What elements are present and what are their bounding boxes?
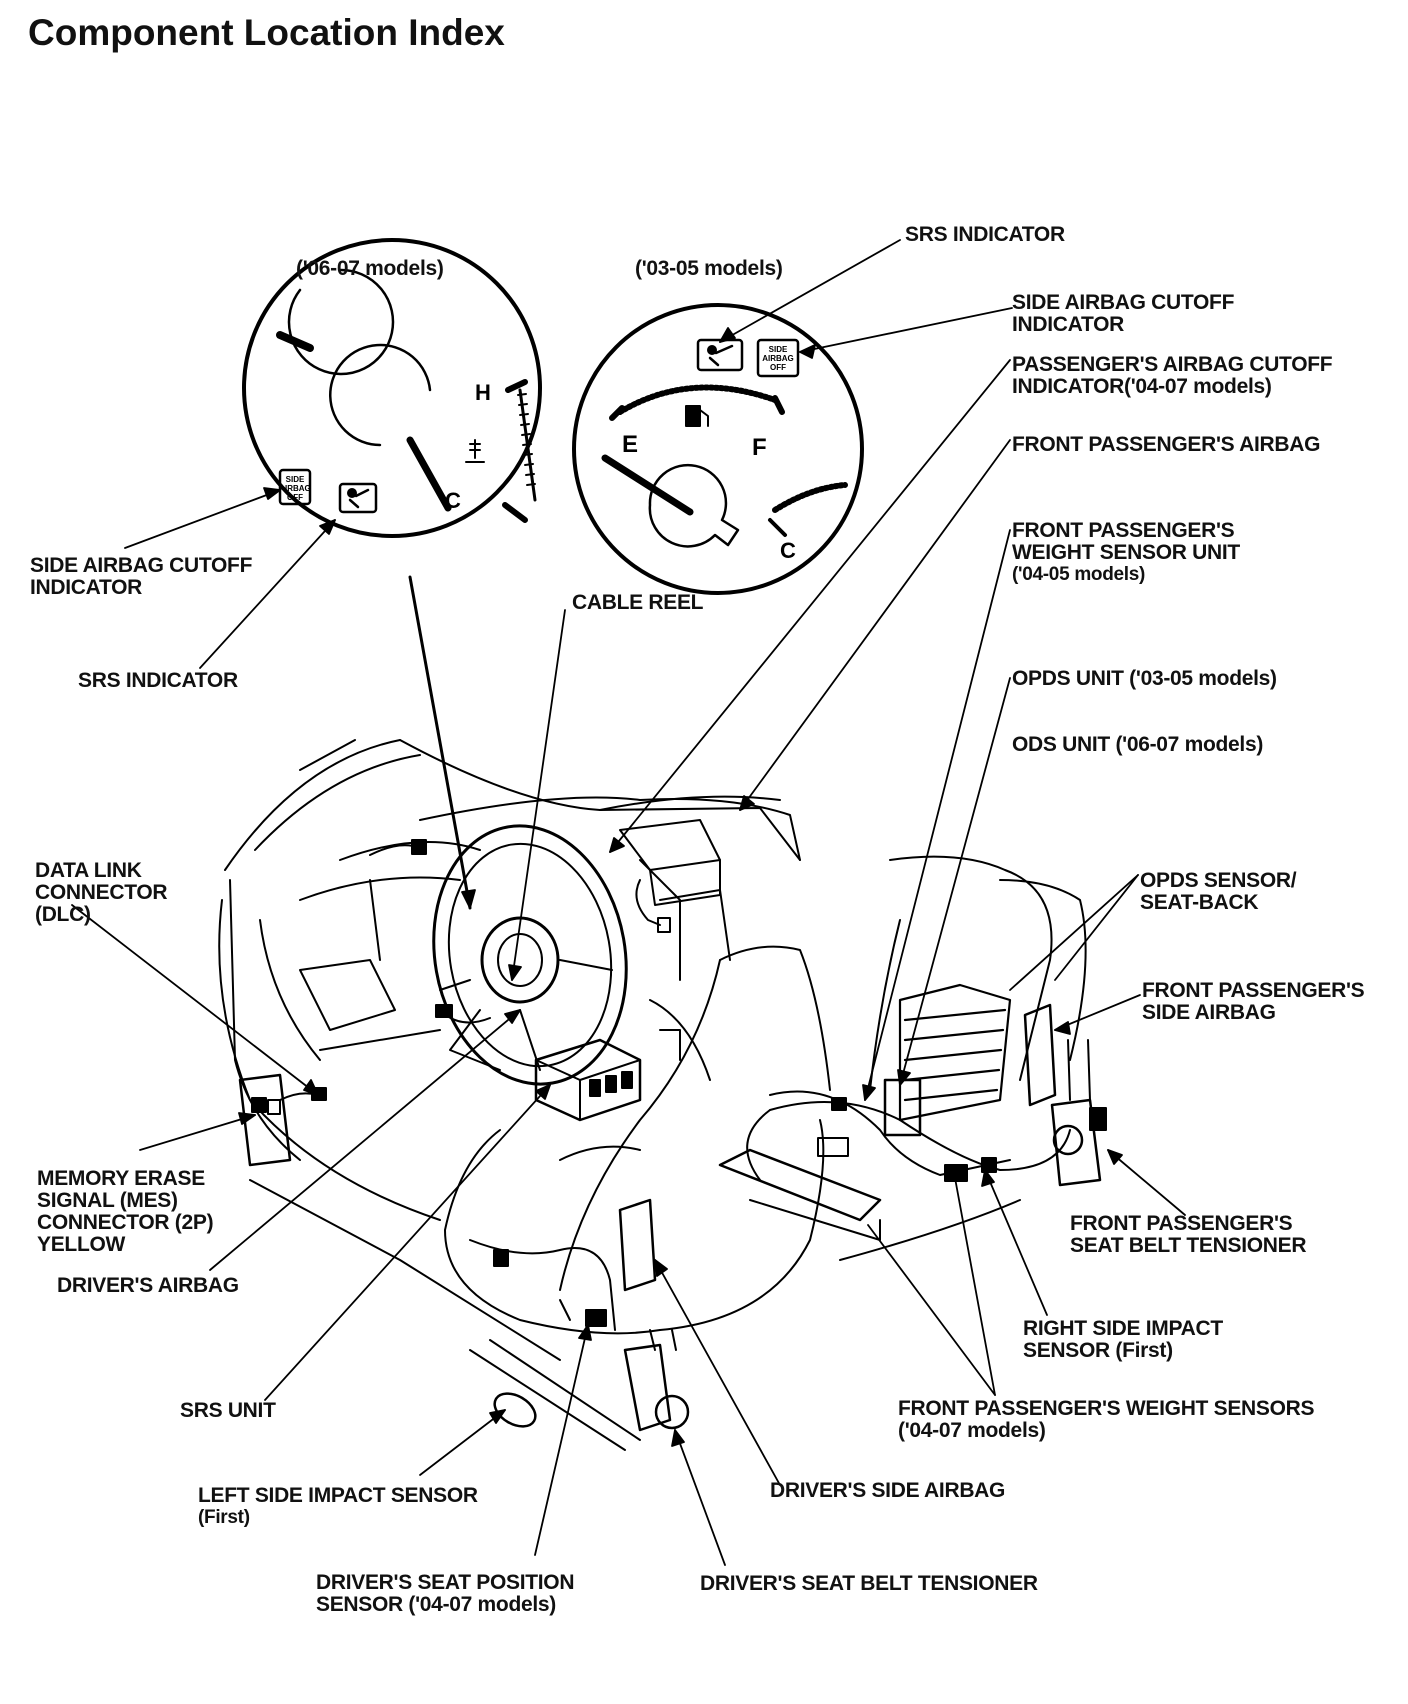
label-opds-unit: OPDS UNIT ('03-05 models) <box>1012 667 1277 690</box>
label-left-side-impact-sensor: LEFT SIDE IMPACT SENSOR (First) <box>198 1484 478 1529</box>
coolant-temp-icon <box>465 439 485 463</box>
label-side-airbag-cutoff-right: SIDE AIRBAG CUTOFF INDICATOR <box>1012 291 1235 336</box>
label-drivers-seat-belt-tensioner: DRIVER'S SEAT BELT TENSIONER <box>700 1572 1038 1595</box>
side-airbag-off-icon: SIDE AIRBAG OFF <box>278 468 312 506</box>
label-ods-unit: ODS UNIT ('06-07 models) <box>1012 733 1264 756</box>
caption-03-05: ('03-05 models) <box>635 257 783 280</box>
badge-line-1: SIDE <box>286 475 305 484</box>
label-memory-erase-signal: MEMORY ERASE SIGNAL (MES) CONNECTOR (2P)… <box>37 1167 214 1256</box>
badge2-line-2: AIRBAG <box>762 354 794 363</box>
gauge-06-07: H C SIDE AIRBAG OFF <box>242 238 542 538</box>
label-passenger-airbag-cutoff: PASSENGER'S AIRBAG CUTOFF INDICATOR('04-… <box>1012 353 1333 398</box>
label-weight-sensors: FRONT PASSENGER'S WEIGHT SENSORS ('04-07… <box>898 1397 1315 1442</box>
label-weight-sensor-unit: FRONT PASSENGER'S WEIGHT SENSOR UNIT ('0… <box>1012 519 1240 586</box>
badge2-line-3: OFF <box>770 363 786 372</box>
leader-lines <box>71 239 1186 1566</box>
label-drivers-seat-position-sensor: DRIVER'S SEAT POSITION SENSOR ('04-07 mo… <box>316 1571 575 1616</box>
temp-cold-label-2: C <box>780 538 796 563</box>
badge2-line-1: SIDE <box>769 345 788 354</box>
label-opds-sensor: OPDS SENSOR/ SEAT-BACK <box>1140 869 1297 914</box>
label-data-link-connector: DATA LINK CONNECTOR (DLC) <box>35 859 168 926</box>
label-drivers-airbag: DRIVER'S AIRBAG <box>57 1274 239 1297</box>
label-front-passenger-side-airbag: FRONT PASSENGER'S SIDE AIRBAG <box>1142 979 1365 1024</box>
label-right-side-impact-sensor: RIGHT SIDE IMPACT SENSOR (First) <box>1023 1317 1223 1362</box>
fuel-empty-label: E <box>622 431 638 458</box>
caption-06-07: ('06-07 models) <box>296 257 444 280</box>
label-side-airbag-cutoff-left: SIDE AIRBAG CUTOFF INDICATOR <box>30 554 253 599</box>
label-front-passenger-airbag: FRONT PASSENGER'S AIRBAG <box>1012 433 1321 456</box>
srs-indicator-icon <box>338 482 378 514</box>
label-passenger-seat-belt-tensioner: FRONT PASSENGER'S SEAT BELT TENSIONER <box>1070 1212 1307 1257</box>
page-title: Component Location Index <box>28 12 505 53</box>
srs-indicator-icon-2 <box>696 338 744 372</box>
side-airbag-off-icon-2: SIDE AIRBAG OFF <box>756 338 800 378</box>
label-srs-unit: SRS UNIT <box>180 1399 276 1422</box>
label-srs-indicator-right: SRS INDICATOR <box>905 223 1065 246</box>
car-interior-drawing <box>218 739 1107 1451</box>
badge-line-2: AIRBAG <box>279 484 311 493</box>
fuel-pump-icon <box>685 405 709 427</box>
fuel-full-label: F <box>752 434 767 461</box>
gauge-03-05: E F C SIDE AIRBAG <box>572 303 864 595</box>
temp-high-label: H <box>475 380 491 405</box>
label-srs-indicator-left: SRS INDICATOR <box>78 669 238 692</box>
label-drivers-side-airbag: DRIVER'S SIDE AIRBAG <box>770 1479 1006 1502</box>
badge-line-3: OFF <box>287 493 303 502</box>
label-cable-reel: CABLE REEL <box>572 591 704 614</box>
temp-cold-label: C <box>445 488 461 513</box>
